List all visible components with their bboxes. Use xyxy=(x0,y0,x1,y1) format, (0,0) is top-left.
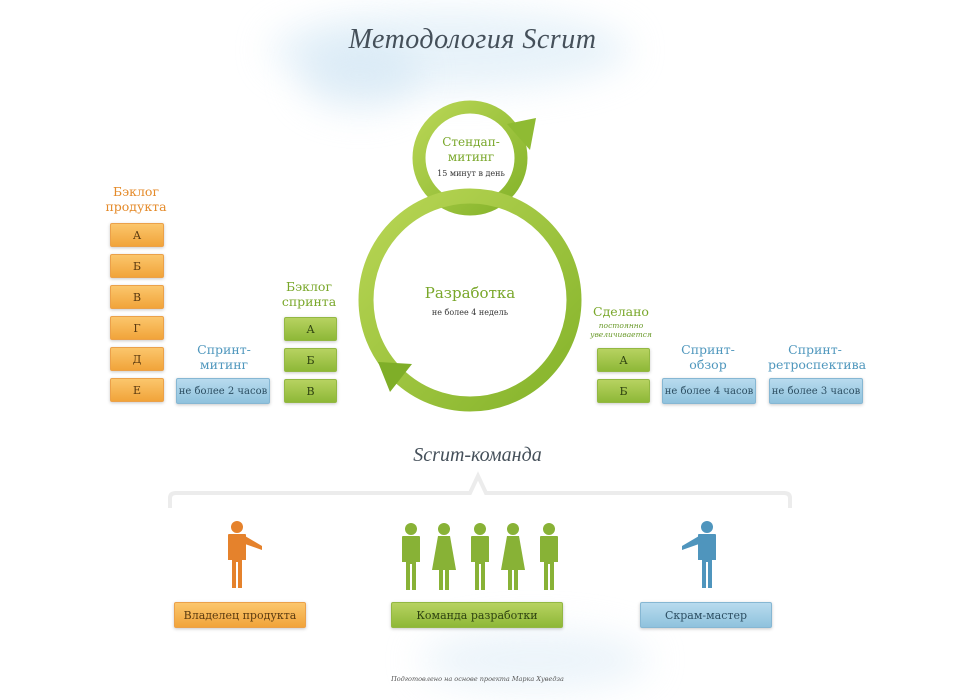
background-cloud xyxy=(420,630,650,690)
developer-icon xyxy=(471,523,489,590)
sprint-review-duration: не более 4 часов xyxy=(662,378,756,404)
sprint-review-label: Спринт-обзор xyxy=(678,342,738,372)
sprint-retro-label: Спринт-ретроспектива xyxy=(768,342,866,372)
product-backlog-item: Г xyxy=(110,316,164,340)
product-backlog-label: Бэклог продукта xyxy=(96,184,176,214)
scrum-team-title: Scrum-команда xyxy=(413,444,542,466)
development-label: Разработка xyxy=(424,284,516,302)
sprint-backlog-label-text: Бэклог спринта xyxy=(281,279,337,309)
sprint-planning-label: Спринт-митинг xyxy=(188,342,260,372)
dev-team-label: Команда разработки xyxy=(391,602,563,628)
sprint-review-label-text: Спринт-обзор xyxy=(681,342,735,372)
sprint-retro-duration: не более 3 часов xyxy=(769,378,863,404)
sprint-planning-label-text: Спринт-митинг xyxy=(197,342,251,372)
developer-icon xyxy=(501,523,525,590)
development-arrow-icon xyxy=(378,362,412,392)
sprint-backlog-item: Б xyxy=(284,348,337,372)
scrum-master-label: Скрам-мастер xyxy=(640,602,772,628)
product-backlog-item: В xyxy=(110,285,164,309)
developer-icon xyxy=(432,523,456,590)
done-item: А xyxy=(597,348,650,372)
product-backlog-item: А xyxy=(110,223,164,247)
product-backlog-item: Б xyxy=(110,254,164,278)
product-backlog-item: Е xyxy=(110,378,164,402)
standup-label-text: Стендап-митинг xyxy=(442,135,500,164)
sprint-backlog-label: Бэклог спринта xyxy=(276,279,342,309)
scrum-master-icon xyxy=(682,521,716,588)
developer-icon xyxy=(540,523,558,590)
background-cloud xyxy=(300,40,420,110)
sprint-backlog-item: В xyxy=(284,379,337,403)
standup-duration: 15 минут в день xyxy=(437,169,505,178)
sprint-retro-label-text: Спринт-ретроспектива xyxy=(768,342,867,372)
page-title: Методология Scrum xyxy=(348,24,597,55)
done-note: постоянно увеличивается xyxy=(590,321,652,339)
done-item: Б xyxy=(597,379,650,403)
product-owner-icon xyxy=(228,521,262,588)
product-owner-label: Владелец продукта xyxy=(174,602,306,628)
sprint-backlog-item: А xyxy=(284,317,337,341)
standup-label: Стендап-митинг xyxy=(436,135,506,165)
development-duration: не более 4 недель xyxy=(431,308,509,317)
standup-arrow-icon xyxy=(507,118,536,150)
developer-icon xyxy=(402,523,420,590)
footer-credit: Подготовлено на основе проекта Марка Хув… xyxy=(391,675,564,683)
sprint-planning-duration: не более 2 часов xyxy=(176,378,270,404)
product-backlog-item: Д xyxy=(110,347,164,371)
done-label: Сделано xyxy=(593,304,649,319)
product-backlog-label-text: Бэклог продукта xyxy=(105,184,167,214)
